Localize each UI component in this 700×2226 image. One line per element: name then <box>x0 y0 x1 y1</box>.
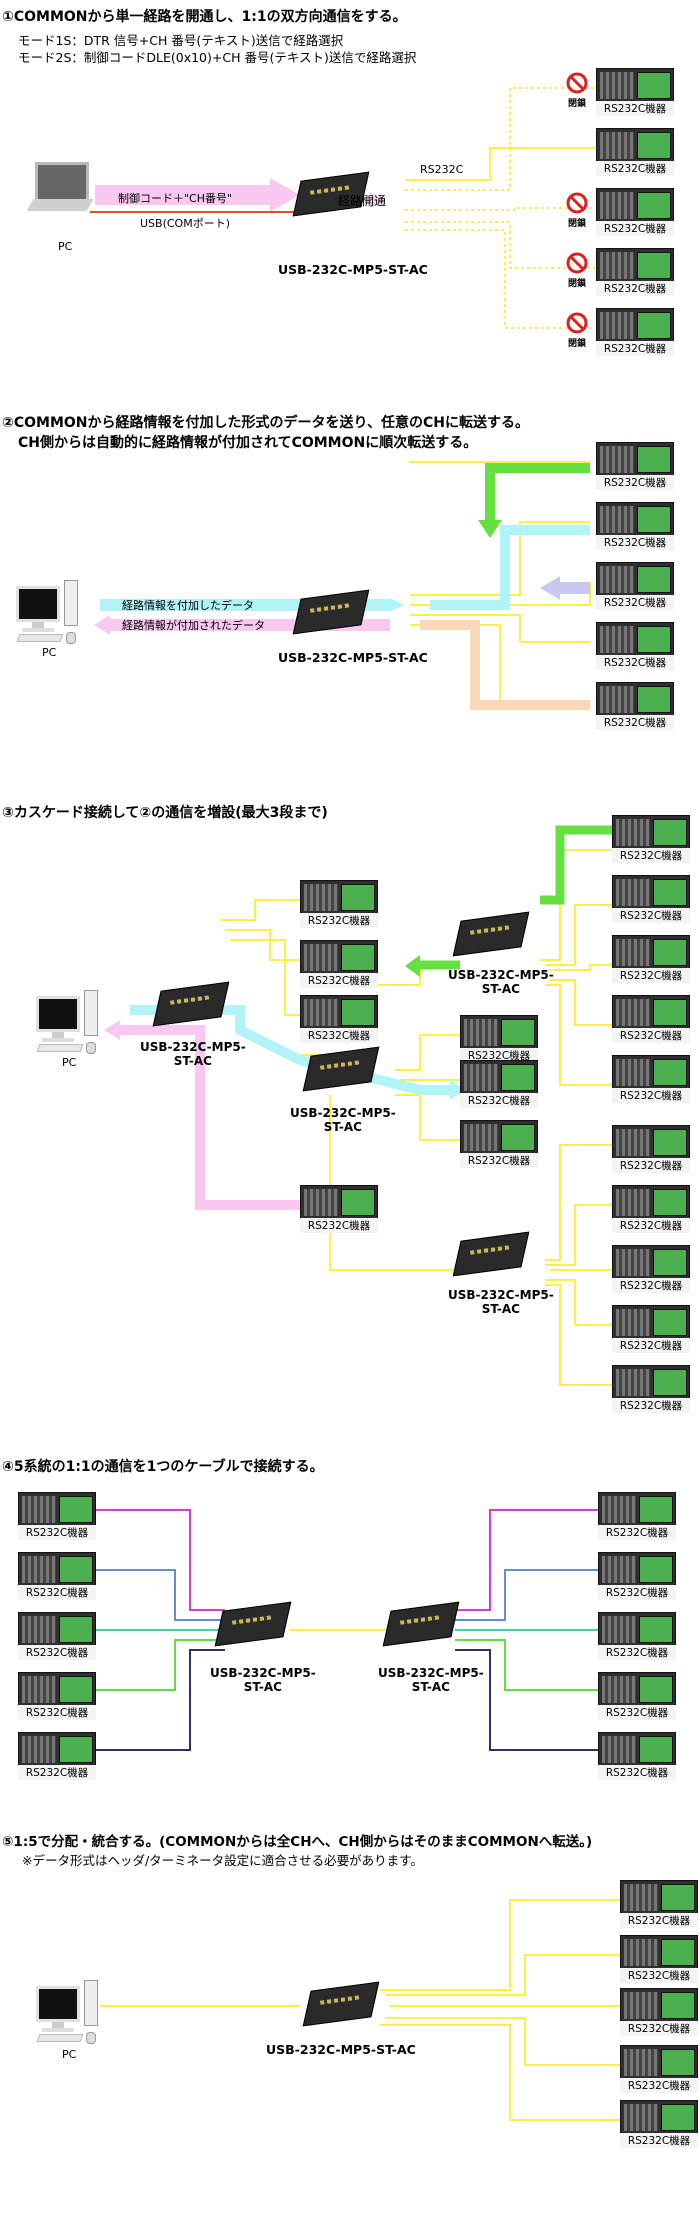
rs232c-device: RS232C機器 <box>612 1185 690 1233</box>
rs232c-device: RS232C機器 <box>300 1185 378 1233</box>
section-1-title: ①COMMONから単一経路を開通し、1:1の双方向通信をする。 <box>2 9 407 25</box>
rs232c-device: RS232C機器 <box>598 1552 676 1600</box>
pc-desktop <box>16 580 82 644</box>
rs232c-device: RS232C機器 <box>598 1612 676 1660</box>
rs232c-device: RS232C機器 <box>596 562 674 610</box>
rs232c-device: RS232C機器 <box>596 68 674 116</box>
section-4-title: ④5系統の1:1の通信を1つのケーブルで接続する。 <box>2 1459 324 1475</box>
section-5-title: ⑤1:5で分配・統合する。(COMMONからは全CHへ、CH側からはそのままCO… <box>2 1834 593 1850</box>
device-name: USB-232C-MP5-ST-AC <box>378 1666 484 1694</box>
section-1-wiring <box>90 87 595 329</box>
device-name: USB-232C-MP5-ST-AC <box>278 650 428 665</box>
rs232c-device: RS232C機器 <box>612 935 690 983</box>
ctrl-code-label: 制御コード＋"CH番号" <box>118 192 233 205</box>
rs232c-device: RS232C機器 <box>612 995 690 1043</box>
rs232c-device: RS232C機器 <box>598 1492 676 1540</box>
recv-data-label: 経路情報が付加されたデータ <box>122 619 265 632</box>
pc-label: PC <box>58 240 73 253</box>
rs232c-device: RS232C機器 <box>596 188 674 236</box>
rs232c-device: RS232C機器 <box>300 995 378 1043</box>
section-3: ③カスケード接続して②の通信を増設(最大3段まで) <box>0 790 700 1430</box>
rs232c-device: RS232C機器 <box>620 1988 698 2036</box>
rs232c-label: RS232C <box>420 163 464 176</box>
closed-label: 閉鎖 <box>568 219 587 229</box>
rs232c-device: RS232C機器 <box>620 2100 698 2148</box>
converter-box <box>290 588 370 635</box>
section-2: ②COMMONから経路情報を付加した形式のデータを送り、任意のCHに転送する。 … <box>0 400 700 790</box>
device-name: USB-232C-MP5-ST-AC <box>448 1288 554 1316</box>
rs232c-device: RS232C機器 <box>596 248 674 296</box>
converter-box <box>150 980 230 1027</box>
converter-box <box>212 1600 292 1647</box>
rs232c-device: RS232C機器 <box>612 875 690 923</box>
section-4: ④5系統の1:1の通信を1つのケーブルで接続する。 USB-232C-MP5-S… <box>0 1430 700 1790</box>
rs232c-device: RS232C機器 <box>612 1125 690 1173</box>
rs232c-device: RS232C機器 <box>300 880 378 928</box>
converter-box <box>300 1045 380 1092</box>
prohibit-icon <box>566 252 588 274</box>
rs232c-device: RS232C機器 <box>596 308 674 356</box>
section-1-mode2: モード2S：制御コードDLE(0x10)+CH 番号(テキスト)送信で経路選択 <box>18 50 417 65</box>
converter-box <box>450 910 530 957</box>
prohibit-icon <box>566 192 588 214</box>
section-4-wiring <box>95 1509 605 1751</box>
rs232c-device: RS232C機器 <box>620 2045 698 2093</box>
rs232c-device: RS232C機器 <box>612 1365 690 1413</box>
section-3-title: ③カスケード接続して②の通信を増設(最大3段まで) <box>2 805 328 821</box>
section-2-sub: CH側からは自動的に経路情報が付加されてCOMMONに順次転送する。 <box>18 435 478 451</box>
pc-label: PC <box>62 2048 77 2061</box>
rs232c-device: RS232C機器 <box>596 622 674 670</box>
rs232c-device: RS232C機器 <box>596 502 674 550</box>
rs232c-device: RS232C機器 <box>612 815 690 863</box>
rs232c-device: RS232C機器 <box>460 1015 538 1063</box>
pc-label: PC <box>62 1056 77 1069</box>
send-data-label: 経路情報を付加したデータ <box>122 599 254 612</box>
rs232c-device: RS232C機器 <box>18 1732 96 1780</box>
route-open-label: 経路開通 <box>338 194 387 208</box>
rs232c-device: RS232C機器 <box>18 1612 96 1660</box>
rs232c-device: RS232C機器 <box>612 1245 690 1293</box>
closed-label: 閉鎖 <box>568 339 587 349</box>
closed-label: 閉鎖 <box>568 99 587 109</box>
rs232c-device: RS232C機器 <box>460 1120 538 1168</box>
device-name: USB-232C-MP5-ST-AC <box>266 2042 416 2057</box>
rs232c-device: RS232C機器 <box>300 940 378 988</box>
converter-box <box>300 1980 380 2027</box>
rs232c-device: RS232C機器 <box>620 1935 698 1983</box>
device-name: USB-232C-MP5-ST-AC <box>140 1040 246 1068</box>
section-2-title: ②COMMONから経路情報を付加した形式のデータを送り、任意のCHに転送する。 <box>2 415 529 431</box>
converter-box <box>450 1230 530 1277</box>
section-1-mode1: モード1S：DTR 信号+CH 番号(テキスト)送信で経路選択 <box>18 33 344 48</box>
prohibit-icon <box>566 312 588 334</box>
rs232c-device: RS232C機器 <box>18 1672 96 1720</box>
section-5-sub: ※データ形式はヘッダ/ターミネータ設定に適合させる必要があります。 <box>22 1853 423 1868</box>
device-name: USB-232C-MP5-ST-AC <box>290 1106 396 1134</box>
pc-laptop <box>26 162 94 222</box>
converter-box <box>380 1600 460 1647</box>
pc-desktop <box>36 990 102 1054</box>
rs232c-device: RS232C機器 <box>596 128 674 176</box>
rs232c-device: RS232C機器 <box>596 442 674 490</box>
section-5-wiring <box>100 1899 620 2121</box>
rs232c-device: RS232C機器 <box>620 1880 698 1928</box>
closed-label: 閉鎖 <box>568 279 587 289</box>
pc-desktop <box>36 1980 102 2044</box>
section-5: ⑤1:5で分配・統合する。(COMMONからは全CHへ、CH側からはそのままCO… <box>0 1830 700 2226</box>
rs232c-device: RS232C機器 <box>460 1060 538 1108</box>
pc-label: PC <box>42 646 57 659</box>
rs232c-device: RS232C機器 <box>598 1672 676 1720</box>
rs232c-device: RS232C機器 <box>612 1055 690 1103</box>
device-name: USB-232C-MP5-ST-AC <box>278 262 428 277</box>
prohibit-icon <box>566 72 588 94</box>
rs232c-device: RS232C機器 <box>598 1732 676 1780</box>
rs232c-device: RS232C機器 <box>596 682 674 730</box>
rs232c-device: RS232C機器 <box>612 1305 690 1353</box>
device-name: USB-232C-MP5-ST-AC <box>210 1666 316 1694</box>
rs232c-device: RS232C機器 <box>18 1552 96 1600</box>
device-name: USB-232C-MP5-ST-AC <box>448 968 554 996</box>
section-1: ①COMMONから単一経路を開通し、1:1の双方向通信をする。 モード1S：DT… <box>0 0 700 400</box>
usb-label: USB(COMポート) <box>140 217 230 230</box>
rs232c-device: RS232C機器 <box>18 1492 96 1540</box>
